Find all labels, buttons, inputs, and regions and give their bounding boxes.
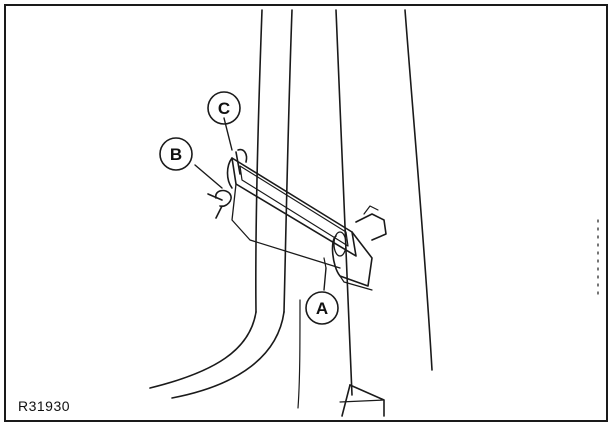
body-panel-lines	[149, 9, 599, 417]
callout-c: C	[207, 91, 241, 125]
callout-b: B	[159, 137, 193, 171]
diagram-frame	[4, 4, 608, 422]
callout-a: A	[305, 291, 339, 325]
figure-reference-code: R31930	[18, 398, 71, 414]
callout-c-circle	[207, 91, 241, 125]
callouts: A B C	[159, 91, 339, 325]
callout-b-label: B	[170, 145, 182, 164]
check-strap	[207, 148, 387, 291]
callout-b-circle	[159, 137, 193, 171]
callout-c-label: C	[218, 99, 230, 118]
callout-a-circle	[305, 291, 339, 325]
callout-a-label: A	[316, 299, 328, 318]
leader-a	[323, 267, 327, 291]
leader-b	[194, 164, 223, 189]
